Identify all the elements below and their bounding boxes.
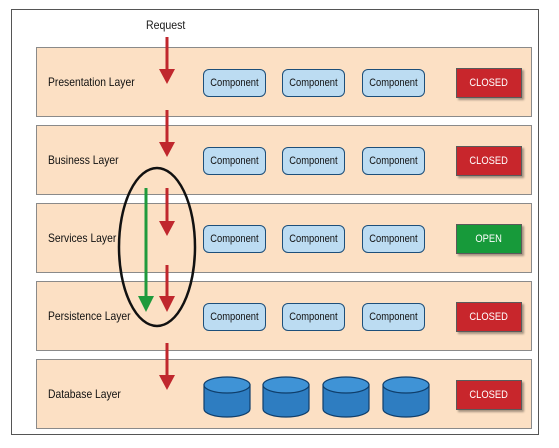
layer-name: Database Layer: [48, 387, 121, 401]
component-box: Component: [203, 225, 266, 253]
component-box: Component: [282, 69, 345, 97]
status-badge: CLOSED: [456, 380, 522, 410]
layer-name: Business Layer: [48, 153, 119, 167]
layer-name: Services Layer: [48, 231, 117, 245]
layer-name: Persistence Layer: [48, 309, 131, 323]
status-badge: CLOSED: [456, 146, 522, 176]
database-icon: [203, 376, 251, 418]
layer-database: Database Layer CLOSED: [36, 359, 532, 429]
component-box: Component: [362, 225, 425, 253]
component-box: Component: [362, 147, 425, 175]
database-icon: [322, 376, 370, 418]
component-box: Component: [203, 69, 266, 97]
layer-presentation: Presentation Layer Component Component C…: [36, 47, 532, 117]
database-group: [203, 376, 430, 418]
database-icon: [382, 376, 430, 418]
layer-business: Business Layer Component Component Compo…: [36, 125, 532, 195]
layer-services: Services Layer Component Component Compo…: [36, 203, 532, 273]
component-box: Component: [282, 147, 345, 175]
database-icon: [262, 376, 310, 418]
component-box: Component: [362, 69, 425, 97]
component-box: Component: [282, 225, 345, 253]
status-badge: CLOSED: [456, 302, 522, 332]
layer-persistence: Persistence Layer Component Component Co…: [36, 281, 532, 351]
request-label: Request: [146, 18, 186, 32]
component-box: Component: [362, 303, 425, 331]
component-box: Component: [282, 303, 345, 331]
component-box: Component: [203, 147, 266, 175]
status-badge: OPEN: [456, 224, 522, 254]
status-badge: CLOSED: [456, 68, 522, 98]
component-box: Component: [203, 303, 266, 331]
layer-name: Presentation Layer: [48, 75, 135, 89]
